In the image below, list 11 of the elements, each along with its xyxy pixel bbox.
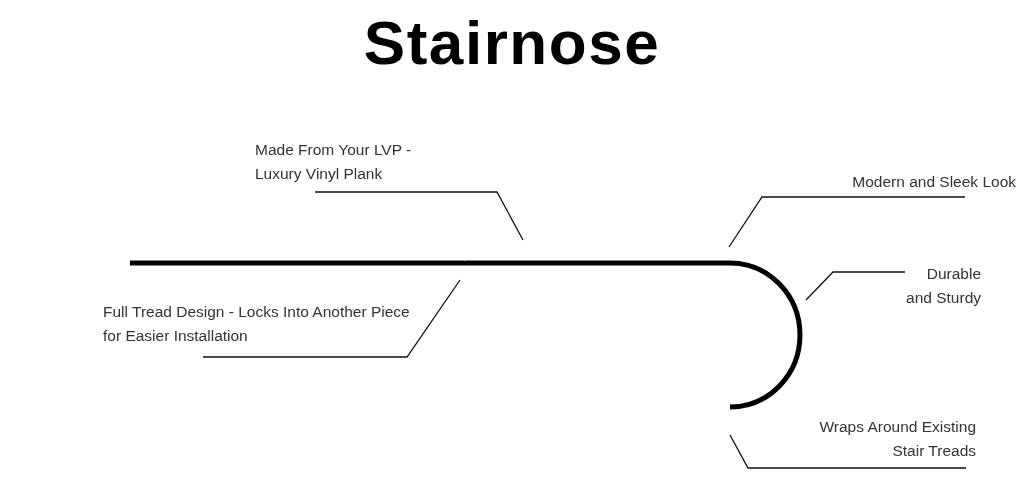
callout-text: Made From Your LVP - Luxury Vinyl Plank [255, 140, 413, 184]
leader-line [314, 191, 524, 241]
leader-line [729, 434, 967, 469]
leader-line [805, 271, 906, 301]
leader-line [202, 279, 461, 358]
callout-text: Modern and Sleek Look [851, 172, 1016, 192]
callout-text: Wraps Around Existing Stair Treads [818, 417, 976, 461]
leader-line [728, 196, 966, 248]
callout-text: Full Tread Design - Locks Into Another Piece for Easier Installation [103, 302, 411, 346]
callout-text: Durable and Sturdy [905, 264, 981, 308]
title: Stairnose [363, 7, 661, 79]
